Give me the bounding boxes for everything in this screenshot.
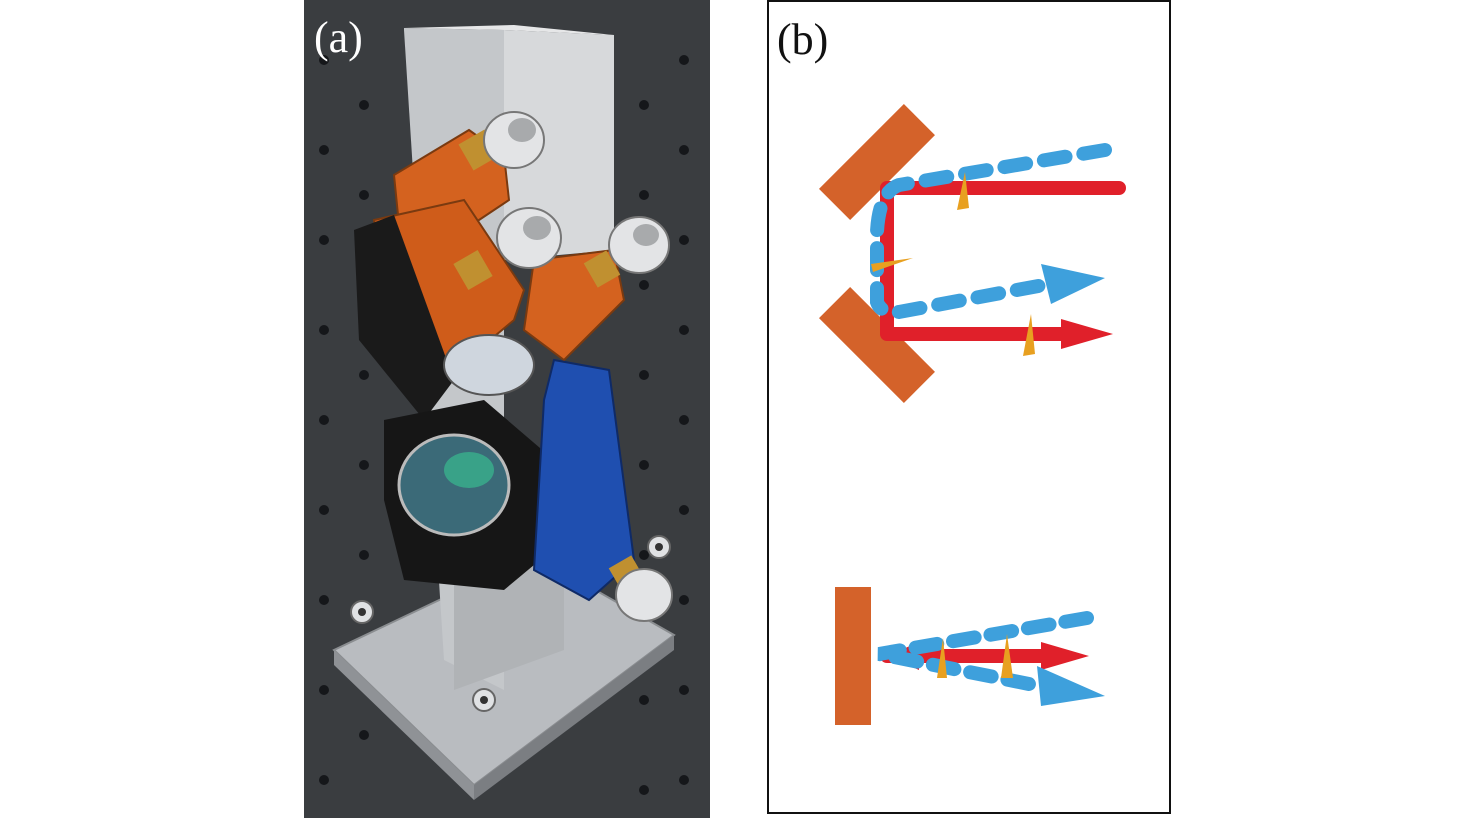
mirror-assembly-photo (319, 25, 689, 800)
base-screws (350, 535, 671, 712)
red-beam-folded (880, 181, 1126, 341)
blue-beam-bottom (877, 611, 1094, 693)
panel-a-photo: (a) (304, 0, 710, 818)
panel-a-label: (a) (314, 13, 363, 62)
blue-beam-arrowhead-bottom (1037, 666, 1105, 706)
panel-b-label: (b) (777, 15, 829, 64)
mirror-upper (819, 104, 935, 220)
grating-mirror (397, 433, 511, 537)
mirror-bottom (835, 587, 871, 725)
blue-beam-arrowhead-upper (1041, 264, 1105, 304)
red-beam-arrowhead-upper (1061, 319, 1113, 349)
mirror-lower (819, 287, 935, 403)
blue-mount (532, 358, 636, 602)
polarization-markers (871, 172, 1035, 678)
black-mirror-holder (354, 215, 454, 420)
red-beam-arrowhead-bottom (1041, 642, 1089, 670)
beam-path-schematic (819, 104, 1126, 725)
panel-b-schematic: (b) (767, 0, 1171, 814)
adjustment-knobs (453, 111, 673, 622)
